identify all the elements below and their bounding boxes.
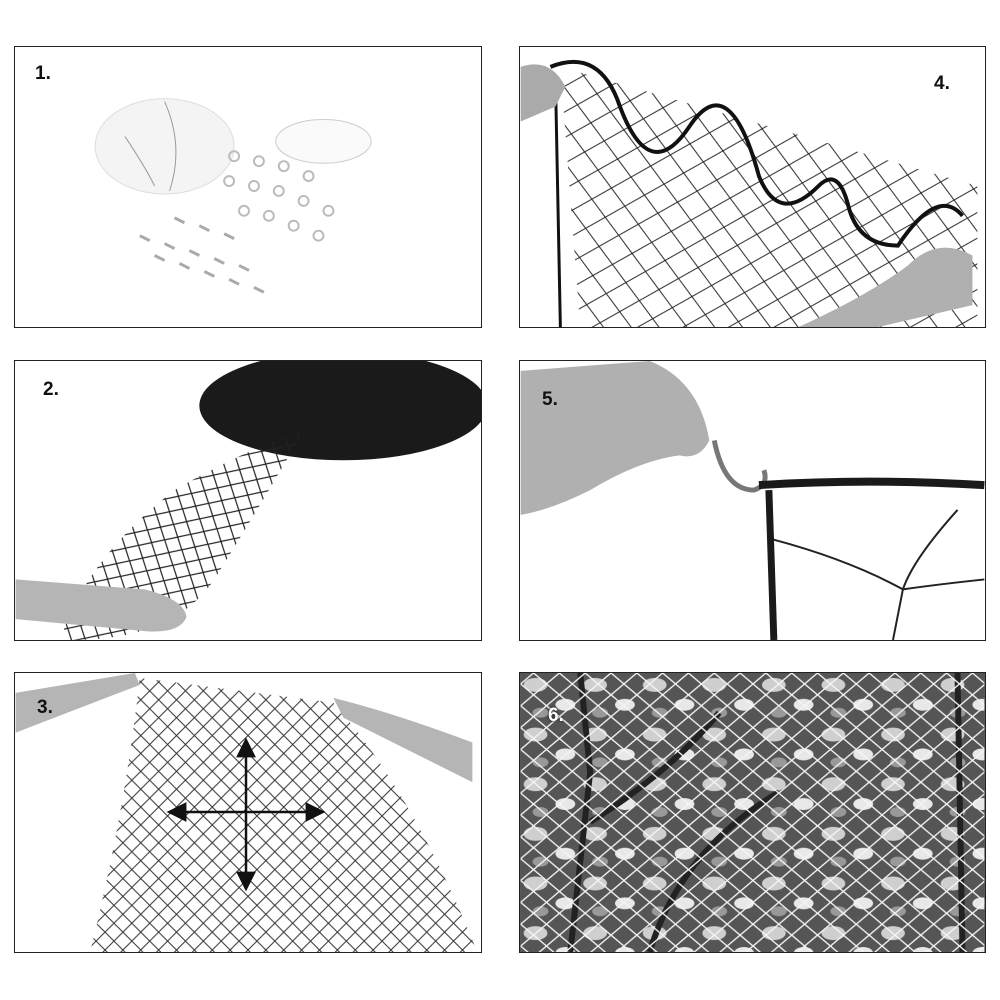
net-over-tree-image	[520, 673, 985, 952]
thread-cord-image	[520, 59, 978, 327]
attach-hook-image	[520, 361, 985, 640]
step-3-panel: 3.	[14, 672, 482, 953]
stretch-net-image	[15, 673, 478, 952]
step-number: 6.	[548, 705, 564, 726]
net-kit-contents-image	[94, 98, 372, 294]
unroll-net-image	[15, 361, 481, 640]
step-number: 2.	[43, 379, 59, 400]
step-number: 4.	[934, 73, 950, 94]
step-6-panel: 6.	[519, 672, 986, 953]
step-2-panel: 2.	[14, 360, 482, 641]
step-5-panel: 5.	[519, 360, 986, 641]
step-number: 1.	[35, 63, 51, 84]
step-1-panel: 1.	[14, 46, 482, 328]
step-number: 5.	[542, 389, 558, 410]
step-4-panel: 4.	[519, 46, 986, 328]
step-number: 3.	[37, 697, 53, 718]
